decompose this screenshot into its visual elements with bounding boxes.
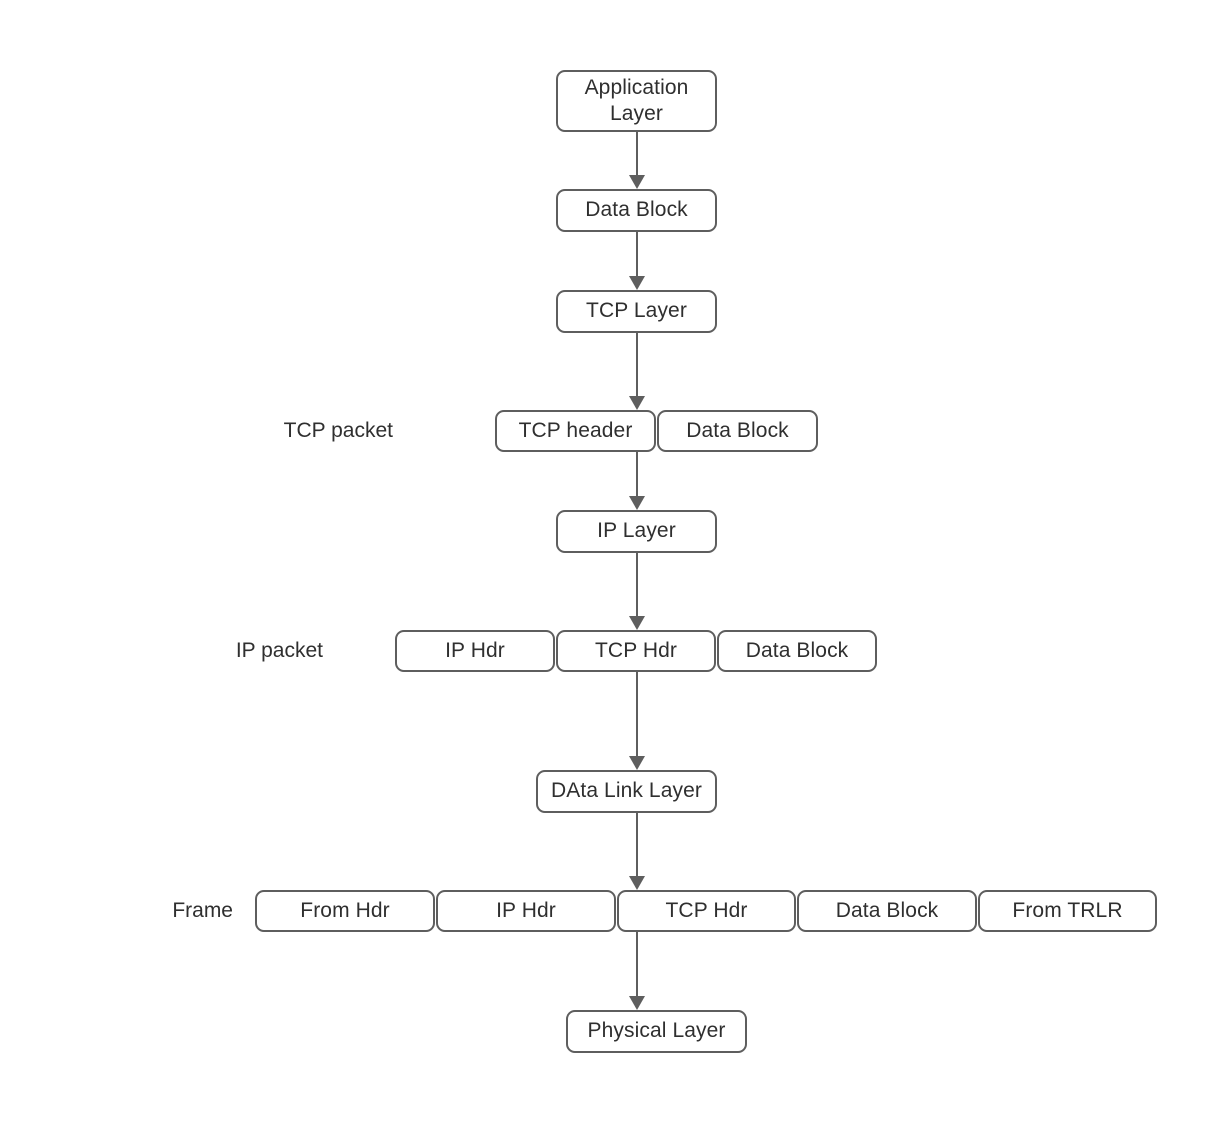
segment-frame-from-trlr-label: From TRLR (1012, 899, 1123, 922)
segment-frame-from-hdr-label: From Hdr (300, 899, 390, 922)
node-data-block-label: Data Block (585, 198, 688, 222)
connector-data-link-layer-to-frame (628, 812, 645, 890)
segment-tcp-header-label: TCP header (518, 419, 633, 442)
segment-frame-tcp-hdr-label: TCP Hdr (665, 899, 748, 922)
segment-tcp-packet-data-block[interactable]: Data Block (657, 410, 818, 452)
node-physical-layer[interactable]: Physical Layer (566, 1010, 747, 1053)
segment-frame-tcp-hdr[interactable]: TCP Hdr (617, 890, 796, 932)
segment-frame-ip-hdr-label: IP Hdr (496, 899, 556, 922)
packet-row-tcp-packet: TCP header Data Block (495, 410, 818, 452)
node-tcp-layer[interactable]: TCP Layer (556, 290, 717, 333)
row-label-ip-packet: IP packet (235, 639, 323, 662)
node-tcp-layer-label: TCP Layer (586, 299, 687, 323)
connector-frame-to-physical-layer (628, 932, 645, 1010)
segment-tcp-packet-data-block-label: Data Block (686, 419, 789, 442)
node-physical-layer-label: Physical Layer (587, 1019, 726, 1043)
segment-ip-packet-data-block-label: Data Block (745, 639, 849, 662)
connector-tcp-packet-to-ip-layer (628, 452, 645, 510)
connector-ip-layer-to-ip-packet (628, 552, 645, 630)
node-application-layer[interactable]: Application Layer (556, 70, 717, 132)
node-ip-layer-label: IP Layer (597, 519, 676, 543)
row-label-frame: Frame (172, 899, 233, 922)
segment-frame-data-block-label: Data Block (835, 899, 939, 922)
segment-ip-packet-tcp-hdr[interactable]: TCP Hdr (556, 630, 716, 672)
packet-row-frame: From Hdr IP Hdr TCP Hdr Data Block From … (255, 890, 1157, 932)
connector-tcp-layer-to-tcp-packet (628, 332, 645, 410)
node-data-link-layer-label: DAta Link Layer (551, 779, 702, 803)
node-application-layer-label: Application Layer (585, 75, 689, 126)
connector-application-to-data-block (628, 131, 645, 189)
node-ip-layer[interactable]: IP Layer (556, 510, 717, 553)
segment-frame-from-trlr[interactable]: From TRLR (978, 890, 1157, 932)
segment-tcp-header[interactable]: TCP header (495, 410, 656, 452)
segment-ip-packet-tcp-hdr-label: TCP Hdr (595, 639, 677, 662)
segment-ip-packet-ip-hdr-label: IP Hdr (445, 639, 505, 662)
node-application-layer-line1: Application (584, 76, 689, 100)
segment-frame-data-block[interactable]: Data Block (797, 890, 977, 932)
segment-ip-packet-data-block[interactable]: Data Block (717, 630, 877, 672)
segment-frame-ip-hdr[interactable]: IP Hdr (436, 890, 616, 932)
segment-ip-packet-ip-hdr[interactable]: IP Hdr (395, 630, 555, 672)
node-application-layer-line2: Layer (609, 102, 664, 125)
node-data-block[interactable]: Data Block (556, 189, 717, 232)
segment-frame-from-hdr[interactable]: From Hdr (255, 890, 435, 932)
connector-ip-packet-to-data-link-layer (628, 672, 645, 770)
row-label-tcp-packet: TCP packet (283, 419, 393, 442)
packet-row-ip-packet: IP Hdr TCP Hdr Data Block (395, 630, 878, 672)
connector-data-block-to-tcp-layer (628, 232, 645, 290)
node-data-link-layer[interactable]: DAta Link Layer (536, 770, 717, 813)
